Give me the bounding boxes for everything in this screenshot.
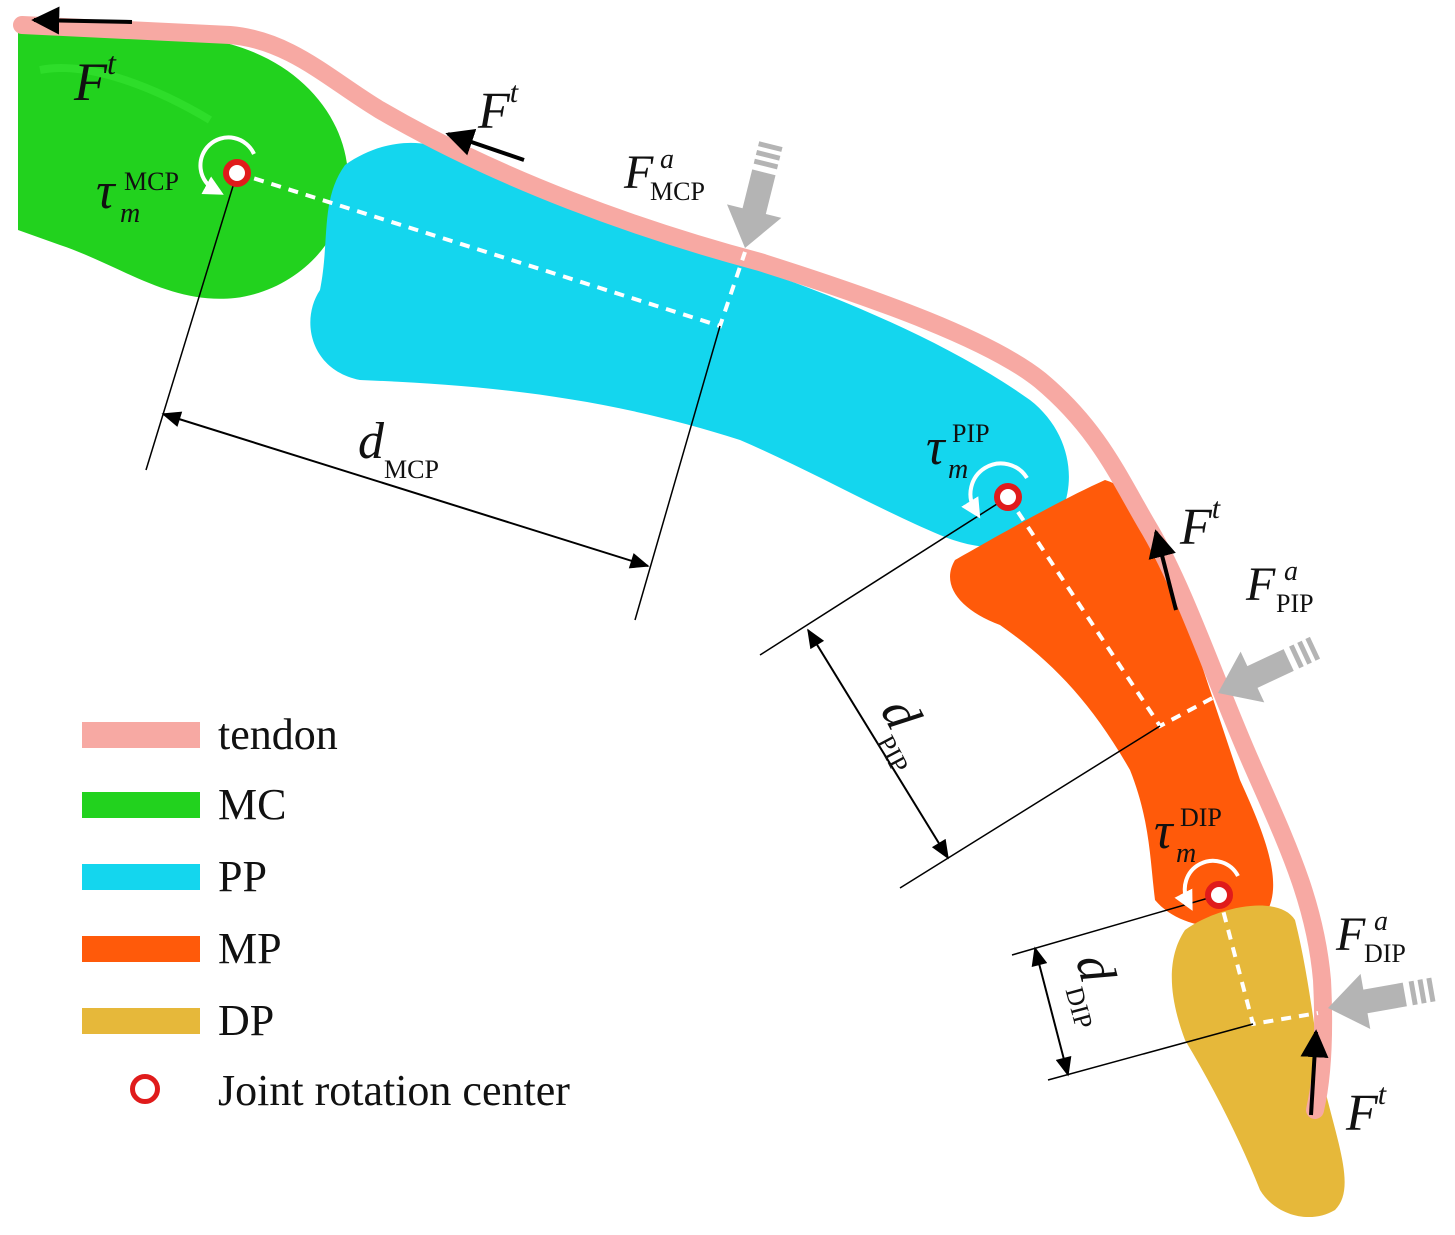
svg-text:d: d bbox=[1064, 948, 1126, 989]
svg-text:DIP: DIP bbox=[1060, 984, 1099, 1032]
dimension-arrows bbox=[161, 411, 1072, 1077]
svg-text:Ft: Ft bbox=[1345, 1078, 1387, 1142]
joint-rotation-center-icon bbox=[130, 1074, 160, 1104]
force-arrow-mcp bbox=[727, 141, 783, 248]
d-dip-dimension bbox=[1031, 946, 1072, 1077]
legend-label-joint: Joint rotation center bbox=[218, 1066, 570, 1115]
legend-label-pp: PP bbox=[218, 852, 267, 901]
svg-text:d: d bbox=[358, 413, 385, 470]
legend-label-dp: DP bbox=[218, 996, 275, 1045]
legend-label-mc: MC bbox=[218, 780, 287, 829]
svg-text:m: m bbox=[948, 454, 968, 485]
force-arrow-pip bbox=[1218, 636, 1321, 703]
svg-text:MCP: MCP bbox=[124, 167, 179, 196]
svg-text:PIP: PIP bbox=[952, 419, 990, 448]
svg-text:DIP: DIP bbox=[1180, 803, 1222, 832]
svg-text:τ: τ bbox=[1154, 803, 1175, 860]
svg-text:F: F bbox=[1245, 558, 1276, 611]
legend-swatch-pp bbox=[82, 864, 200, 890]
legend-swatch-tendon bbox=[82, 722, 200, 748]
svg-text:a: a bbox=[1374, 906, 1388, 937]
svg-text:a: a bbox=[660, 144, 674, 175]
svg-text:MCP: MCP bbox=[650, 177, 705, 206]
d-pip-dimension bbox=[807, 628, 949, 860]
legend-swatch-mc bbox=[82, 792, 200, 818]
legend-label-tendon: tendon bbox=[218, 710, 338, 759]
svg-text:τ: τ bbox=[926, 419, 947, 476]
bone-dp bbox=[1171, 905, 1345, 1218]
labels: Ft Ft F a MCP τ m MCP d MCP τ m PIP Ft F… bbox=[73, 45, 1406, 1142]
joint-dip bbox=[1205, 881, 1233, 909]
legend-swatch-mp bbox=[82, 936, 200, 962]
svg-text:m: m bbox=[1176, 838, 1196, 869]
tendon-force-arrow-icon bbox=[31, 6, 1329, 1116]
bone-mc bbox=[18, 30, 349, 299]
svg-text:d: d bbox=[869, 689, 932, 740]
svg-text:Ft: Ft bbox=[477, 76, 519, 140]
force-arrow-icon bbox=[727, 141, 1436, 1029]
svg-text:Ft: Ft bbox=[73, 45, 117, 112]
construction-lines bbox=[145, 172, 1254, 1081]
svg-text:τ: τ bbox=[96, 163, 117, 220]
joint-rotation-center-icon bbox=[223, 159, 1233, 909]
joint-mcp bbox=[223, 159, 251, 187]
svg-text:m: m bbox=[120, 198, 140, 229]
rotation-arrow-icon bbox=[198, 135, 1240, 911]
bone-pp bbox=[310, 142, 1069, 548]
joint-pip bbox=[994, 483, 1022, 511]
svg-text:F: F bbox=[1335, 908, 1366, 961]
svg-text:F: F bbox=[623, 146, 654, 199]
svg-text:PIP: PIP bbox=[871, 731, 914, 778]
d-mcp-dimension bbox=[161, 411, 650, 569]
svg-text:a: a bbox=[1284, 556, 1298, 587]
force-arrow-dip bbox=[1328, 973, 1436, 1029]
svg-text:MCP: MCP bbox=[384, 455, 439, 484]
bone-mp bbox=[950, 480, 1274, 927]
svg-text:Ft: Ft bbox=[1179, 492, 1221, 556]
legend-swatch-dp bbox=[82, 1008, 200, 1034]
legend-label-mp: MP bbox=[218, 924, 282, 973]
svg-text:PIP: PIP bbox=[1276, 589, 1314, 618]
svg-text:DIP: DIP bbox=[1364, 939, 1406, 968]
tendon bbox=[13, 16, 1333, 1119]
